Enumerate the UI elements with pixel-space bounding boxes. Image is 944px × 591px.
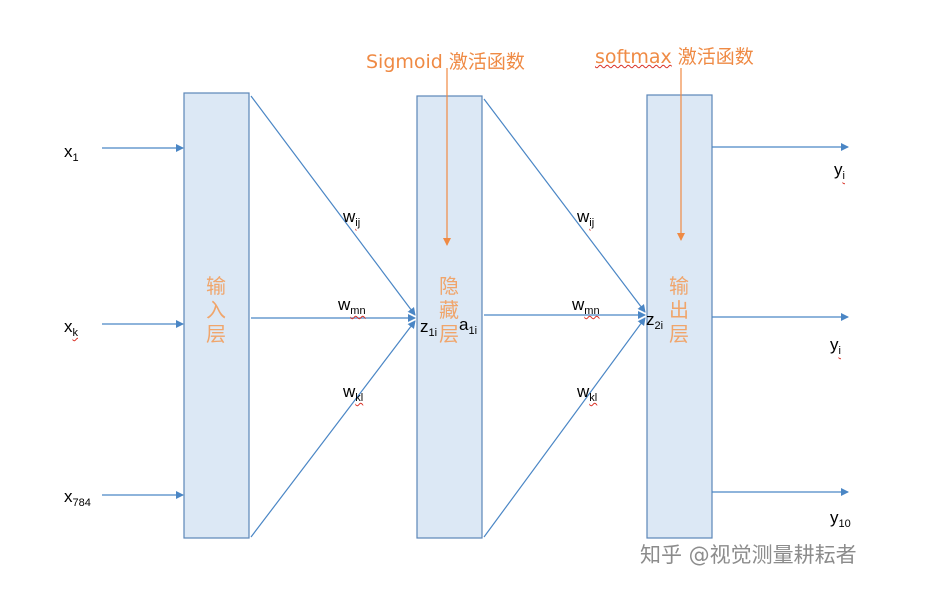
hidden-layer-box: [416, 95, 483, 539]
output-label-y2: yi: [830, 335, 841, 357]
hidden-a-label: a1i: [459, 315, 478, 337]
weight-label-wmn-2: wmn: [572, 295, 600, 317]
output-z-label: z2i: [646, 310, 664, 332]
weight-label-wkl-2: wkl: [577, 382, 598, 404]
watermark-text: 知乎 @视觉测量耕耘者: [640, 543, 857, 567]
weight-label-wkl-1: wkl: [343, 382, 364, 404]
output-label-y10: y10: [830, 508, 851, 530]
input-layer-label: 输入层: [206, 274, 226, 346]
sigmoid-fn-name: Sigmoid: [366, 51, 443, 73]
weight-arrow-ij-1: [250, 95, 416, 316]
weight-arrow-kl-2: [483, 317, 646, 538]
input-label-x784: x784: [64, 487, 91, 509]
softmax-suffix: 激活函数: [671, 46, 754, 68]
weight-label-wij-1: wij: [343, 207, 361, 229]
input-layer-box: [183, 92, 250, 539]
output-layer-box: [646, 94, 713, 539]
hidden-z-label: z1i: [420, 317, 438, 339]
hidden-layer-label: 隐藏层: [439, 274, 459, 346]
weight-arrow-ij-2: [483, 98, 646, 313]
sigmoid-suffix: 激活函数: [442, 51, 525, 73]
softmax-activation-label: softmax 激活函数: [595, 42, 754, 69]
output-layer-label: 输出层: [669, 274, 689, 346]
input-label-xk: xk: [64, 317, 78, 339]
softmax-fn-name: softmax: [595, 46, 672, 68]
weight-arrow-kl-1: [250, 320, 416, 538]
output-label-y1: yi: [834, 160, 845, 182]
sigmoid-activation-label: Sigmoid 激活函数: [366, 47, 525, 74]
weight-label-wmn-1: wmn: [338, 295, 366, 317]
weight-label-wij-2: wij: [577, 207, 595, 229]
input-label-x1: x1: [64, 142, 79, 164]
